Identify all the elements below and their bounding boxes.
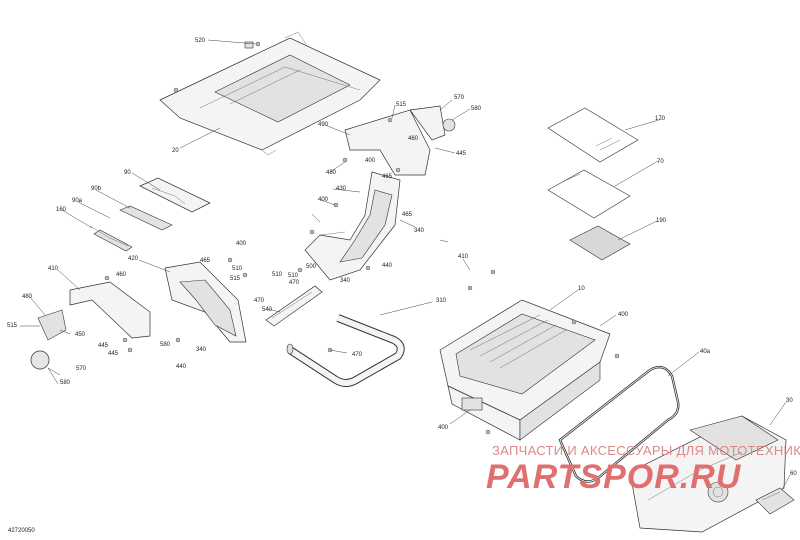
callout-310: 310 bbox=[436, 298, 447, 304]
callout-400-d: 400 bbox=[618, 312, 629, 318]
u-tube-handle-part bbox=[286, 314, 405, 387]
callout-160: 160 bbox=[56, 207, 67, 213]
callout-515: 515 bbox=[396, 102, 407, 108]
callout-410: 410 bbox=[458, 254, 469, 260]
callout-430: 430 bbox=[336, 186, 347, 192]
watermark-caption: ЗАПЧАСТИ И АКСЕССУАРЫ ДЛЯ МОТОТЕХНИКИ bbox=[492, 443, 800, 458]
cover-part bbox=[629, 415, 787, 533]
callout-510-c: 510 bbox=[288, 273, 299, 279]
callout-570: 570 bbox=[454, 95, 465, 101]
support-bracket-part bbox=[304, 105, 456, 281]
drawing-number: 42720050 bbox=[8, 528, 35, 534]
callout-400: 400 bbox=[365, 158, 376, 164]
callout-445-b: 445 bbox=[98, 343, 109, 349]
callout-440: 440 bbox=[382, 263, 393, 269]
callout-340: 340 bbox=[414, 228, 425, 234]
callout-465-c: 465 bbox=[200, 258, 211, 264]
callout-90: 90 bbox=[124, 170, 131, 176]
fasteners bbox=[104, 41, 620, 435]
leader-lines bbox=[20, 39, 791, 491]
callout-400-c: 400 bbox=[236, 241, 247, 247]
tool-kit-part bbox=[89, 177, 211, 252]
latch-part bbox=[755, 487, 795, 515]
callout-340-c: 340 bbox=[196, 347, 207, 353]
callout-445: 445 bbox=[456, 151, 467, 157]
callout-90a: 90a bbox=[72, 198, 83, 204]
callout-460: 460 bbox=[408, 136, 419, 142]
callout-480: 480 bbox=[326, 170, 337, 176]
callout-470-b: 470 bbox=[254, 298, 265, 304]
left-bracket-part bbox=[30, 261, 247, 370]
callout-10: 10 bbox=[578, 286, 585, 292]
callout-400-e: 400 bbox=[438, 425, 449, 431]
callout-340-b: 340 bbox=[340, 278, 351, 284]
callout-480-b: 480 bbox=[22, 294, 33, 300]
callout-420: 420 bbox=[128, 256, 139, 262]
callout-440-b: 440 bbox=[176, 364, 187, 370]
callout-510-b: 510 bbox=[272, 272, 283, 278]
callout-500: 500 bbox=[306, 264, 317, 270]
callout-580-b: 580 bbox=[160, 342, 171, 348]
callout-30: 30 bbox=[786, 398, 793, 404]
callout-580: 580 bbox=[471, 106, 482, 112]
callout-520: 520 bbox=[195, 38, 206, 44]
callout-labels: 520 20 515 570 580 490 460 445 480 400 4… bbox=[7, 38, 797, 477]
callout-70: 70 bbox=[657, 159, 664, 165]
callout-90b: 90b bbox=[91, 186, 102, 192]
callout-170: 170 bbox=[655, 116, 666, 122]
callout-450: 450 bbox=[75, 332, 86, 338]
callout-465-b: 465 bbox=[402, 212, 413, 218]
small-bracket-part bbox=[265, 285, 323, 327]
callout-515-c: 515 bbox=[7, 323, 18, 329]
callout-515-b: 515 bbox=[230, 276, 241, 282]
callout-510: 510 bbox=[232, 266, 243, 272]
callout-540: 540 bbox=[262, 307, 273, 313]
callout-580-c: 580 bbox=[60, 380, 71, 386]
callout-445-c: 445 bbox=[108, 351, 119, 357]
gasket-seal-part bbox=[558, 365, 680, 483]
callout-470: 470 bbox=[289, 280, 300, 286]
callout-570-b: 570 bbox=[76, 366, 87, 372]
callout-400-b: 400 bbox=[318, 197, 329, 203]
callout-40a: 40a bbox=[700, 349, 711, 355]
seat-frame-part bbox=[159, 31, 381, 156]
callout-410-b: 410 bbox=[48, 266, 59, 272]
callout-490: 490 bbox=[318, 122, 329, 128]
watermark-logo: PARTSPOR.RU bbox=[486, 458, 742, 496]
callout-20: 20 bbox=[172, 148, 179, 154]
storage-box-part bbox=[439, 299, 611, 441]
callout-470-c: 470 bbox=[352, 352, 363, 358]
callout-190: 190 bbox=[656, 218, 667, 224]
callout-460-b: 460 bbox=[116, 272, 127, 278]
callout-465: 465 bbox=[382, 174, 393, 180]
callout-60: 60 bbox=[790, 471, 797, 477]
documents bbox=[547, 107, 639, 261]
